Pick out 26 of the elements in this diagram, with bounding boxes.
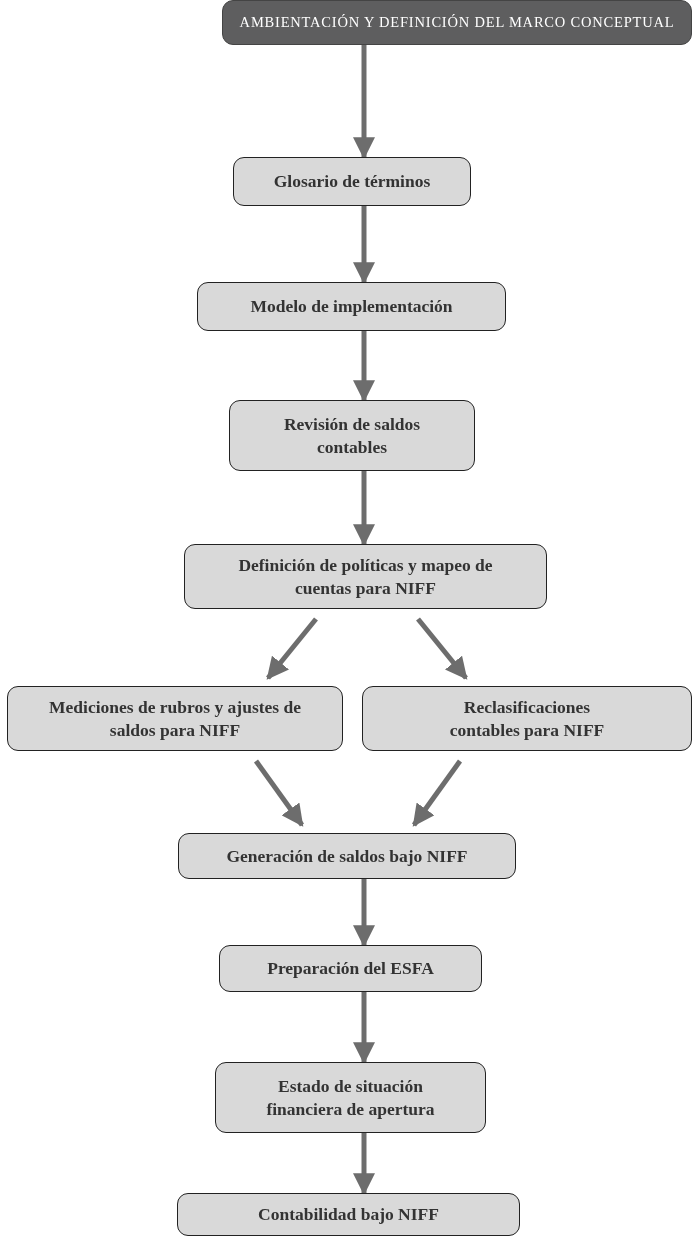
- header-box: [222, 0, 692, 45]
- arrow: [266, 617, 318, 680]
- step-label: Generación de saldos bajo NIFF: [226, 844, 468, 868]
- step-label: Mediciones de rubros y ajustes de saldos para NIFF: [48, 695, 302, 742]
- arrow: [411, 759, 463, 827]
- step-label: Revisión de saldos contables: [282, 412, 422, 459]
- process-box: [362, 686, 692, 751]
- step-label: Contabilidad bajo NIFF: [258, 1203, 439, 1226]
- process-box: [197, 282, 506, 331]
- step-label: Definición de políticas y mapeo de cuentas para NIFF: [237, 553, 494, 600]
- process-box: [7, 686, 343, 751]
- step-label: Estado de situación financiera de apertura: [265, 1074, 436, 1121]
- process-box: [229, 400, 475, 471]
- step-label: Preparación del ESFA: [267, 957, 434, 980]
- process-box: [219, 945, 482, 992]
- process-box: [177, 1193, 520, 1236]
- process-box: [215, 1062, 486, 1133]
- step-label: Reclasificaciones contables para NIFF: [448, 695, 606, 742]
- arrow: [253, 759, 305, 827]
- step-label: AMBIENTACIÓN Y DEFINICIÓN DEL MARCO CONCEPTUAL: [239, 13, 675, 32]
- arrow: [416, 617, 468, 680]
- step-label: Glosario de términos: [273, 170, 431, 193]
- process-box: [178, 833, 516, 879]
- process-box: [184, 544, 547, 609]
- process-box: [233, 157, 471, 206]
- step-label: Modelo de implementación: [250, 295, 453, 318]
